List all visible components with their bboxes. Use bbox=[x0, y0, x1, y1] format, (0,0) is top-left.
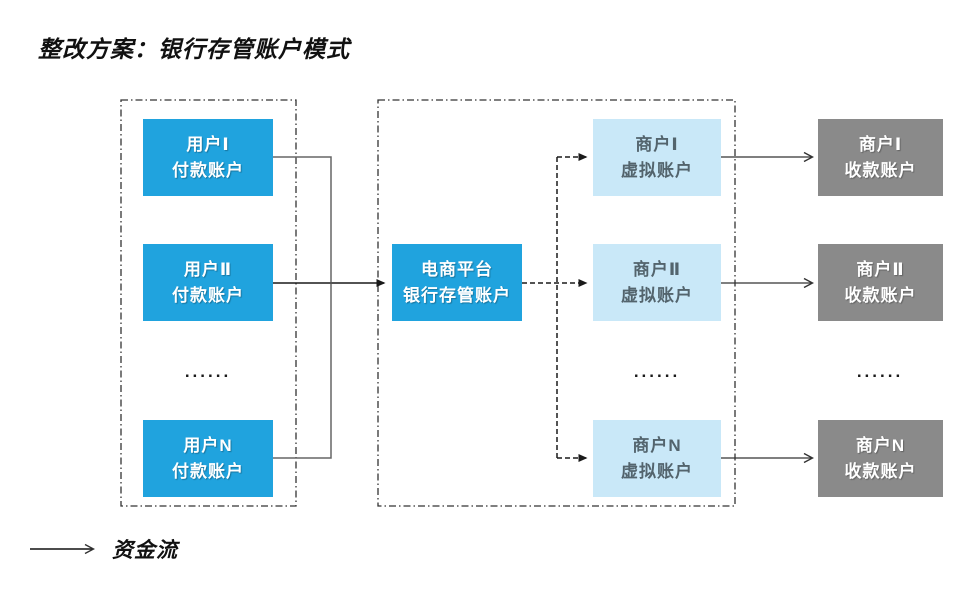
legend-label: 资金流 bbox=[112, 539, 178, 562]
legend: 资金流 bbox=[0, 528, 400, 572]
box-label-line2: 虚拟账户 bbox=[621, 160, 693, 180]
user-1-payment-account-box: 用户Ⅰ 付款账户 bbox=[143, 119, 273, 196]
box-label-line2: 付款账户 bbox=[172, 285, 244, 305]
box-label-line2: 付款账户 bbox=[172, 461, 244, 481]
box-label-line1: 商户Ⅰ bbox=[858, 135, 903, 154]
merchant-n-receiving-account-box: 商户N 收款账户 bbox=[818, 420, 943, 497]
platform-custody-account-box: 电商平台 银行存管账户 bbox=[392, 244, 522, 321]
box-label-line2: 收款账户 bbox=[844, 160, 917, 180]
box-label-line2: 收款账户 bbox=[844, 285, 917, 305]
page-title: 整改方案：银行存管账户模式 bbox=[38, 36, 350, 62]
receiving-ellipsis: ...... bbox=[856, 362, 904, 381]
connector-userN-to-merge bbox=[273, 284, 332, 459]
users-ellipsis: ...... bbox=[184, 362, 232, 381]
box-label-line2: 收款账户 bbox=[844, 461, 917, 481]
merchant-n-virtual-account-box: 商户N 虚拟账户 bbox=[593, 420, 721, 497]
box-label-line2: 虚拟账户 bbox=[621, 461, 693, 481]
user-n-payment-account-box: 用户N 付款账户 bbox=[143, 420, 273, 497]
box-label-line1: 用户Ⅰ bbox=[186, 135, 230, 154]
box-label-line2: 付款账户 bbox=[172, 160, 244, 180]
merchant-2-virtual-account-box: 商户Ⅱ 虚拟账户 bbox=[593, 244, 721, 321]
box-label-line1: 商户N bbox=[632, 436, 682, 455]
box-label-line2: 虚拟账户 bbox=[621, 285, 693, 305]
merchant-1-virtual-account-box: 商户Ⅰ 虚拟账户 bbox=[593, 119, 721, 196]
merchant-1-receiving-account-box: 商户Ⅰ 收款账户 bbox=[818, 119, 943, 196]
box-label-line1: 商户Ⅰ bbox=[635, 135, 679, 154]
box-label-line1: 用户Ⅱ bbox=[183, 260, 233, 279]
box-label-line1: 商户N bbox=[855, 436, 906, 455]
virtual-ellipsis: ...... bbox=[633, 362, 681, 381]
box-label-line1: 电商平台 bbox=[421, 260, 493, 279]
box-label-line1: 用户N bbox=[183, 436, 233, 455]
merchant-2-receiving-account-box: 商户Ⅱ 收款账户 bbox=[818, 244, 943, 321]
box-label-line2: 银行存管账户 bbox=[403, 285, 511, 305]
box-label-line1: 商户Ⅱ bbox=[856, 260, 905, 279]
connector-user1-to-merge bbox=[273, 156, 332, 282]
box-label-line1: 商户Ⅱ bbox=[632, 260, 682, 279]
user-2-payment-account-box: 用户Ⅱ 付款账户 bbox=[143, 244, 273, 321]
